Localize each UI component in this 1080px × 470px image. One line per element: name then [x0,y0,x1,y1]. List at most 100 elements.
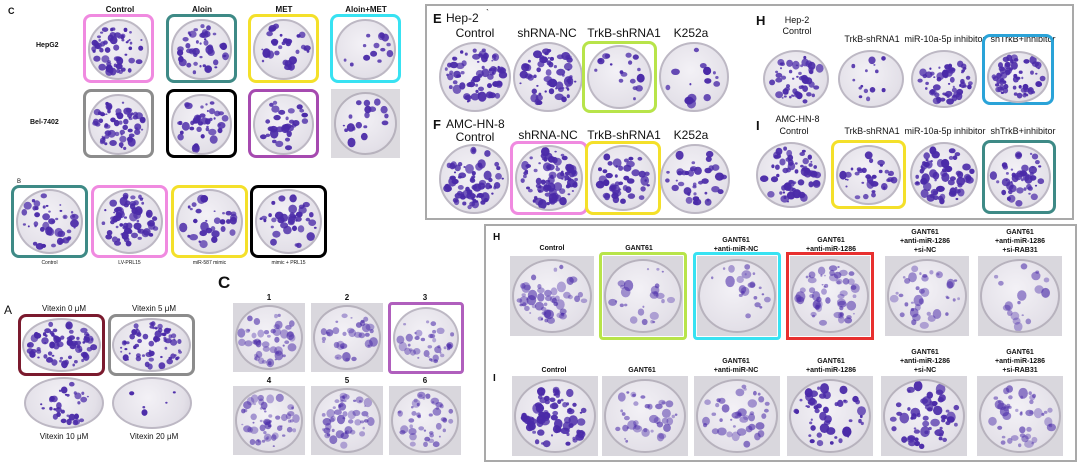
dish-photo [514,379,596,453]
highlight-box [83,89,154,158]
highlight-box [582,41,657,113]
highlight-box [510,141,588,215]
caption: Control [41,260,58,266]
cell-line-label: Hep-2 [784,15,810,25]
caption: Vitexin 5 μM [131,304,177,313]
caption: LV-PRL15 [118,260,141,266]
column-header: GANT61 [625,245,653,252]
dish-photo [911,50,977,108]
dish-photo [253,94,314,155]
dish-photo [590,145,656,211]
dish-photo [311,303,383,372]
dish-number: 6 [422,376,428,385]
dish-photo [763,50,829,108]
dish-photo [694,376,780,456]
dish-photo [696,379,778,453]
highlight-box [786,252,874,340]
dish-photo [311,386,383,455]
column-header: TrkB-shRNA1 [844,126,900,136]
dish-photo [439,144,509,214]
dish-photo [88,19,149,80]
highlight-box [982,34,1054,105]
dish-photo [512,376,598,456]
column-header: Control [105,5,135,14]
panel-label: H [493,232,501,243]
dish-photo [604,379,686,453]
highlight-box [166,89,237,158]
column-header: TrkB-shRNA1 [587,128,661,142]
dish-photo [604,259,682,333]
dish-photo [393,307,459,369]
column-header: miR-10a-5p inhibitor [904,34,986,44]
dish-photo [391,388,459,453]
cell-line-label: AMC-HN-8 [775,114,820,124]
highlight-box [585,141,661,215]
caption: mimic + PRL15 [271,260,306,266]
column-header: GANT61+anti-miR-1286+si-NC [900,349,950,374]
dish-photo [96,189,163,254]
highlight-box [982,140,1056,214]
dish-photo [602,376,688,456]
highlight-box [330,14,401,83]
dish-photo [787,376,873,456]
dish-photo [789,379,871,453]
dish-photo [313,305,381,370]
column-header: shRNA-NC [518,128,578,142]
dish-photo [439,42,511,112]
panel-label: C [218,273,231,292]
dish-photo [313,388,381,453]
panel-label: B [17,179,22,185]
dish-photo [977,376,1063,456]
dish-photo [513,42,583,112]
dish-photo [510,256,594,336]
dish-photo [331,89,400,158]
column-header: GANT61+anti-miR-NC [713,237,759,253]
tick-mark: ` [486,8,489,18]
column-header: Control [782,26,812,36]
panel-label: C [8,6,15,16]
panel-label: H [756,13,766,28]
column-header: GANT61+anti-miR-1286+si-RAB31 [995,229,1045,254]
column-header: Control [539,245,565,252]
dish-photo [987,145,1051,209]
dish-photo [587,45,652,109]
caption: miR-587 mimic [192,260,227,266]
column-header: GANT61+anti-miR-1286+si-NC [900,229,950,254]
dish-photo [334,92,397,155]
cell-line-label: Hep-2 [446,11,479,25]
column-header: shTrkB+inhibitor [990,34,1056,44]
highlight-box [166,14,237,83]
row-label: HepG2 [36,42,59,49]
dish-photo [838,50,904,108]
dish-photo [791,259,869,333]
highlight-box [693,252,781,340]
dish-photo [335,19,396,80]
dish-photo [756,142,826,208]
dish-photo [987,51,1049,103]
dish-number: 3 [422,293,428,302]
highlight-box [248,14,319,83]
highlight-box [599,252,687,340]
dish-photo [660,144,730,214]
dish-number: 4 [266,376,272,385]
dish-photo [253,19,314,80]
dish-photo [22,318,101,372]
dish-photo [979,379,1061,453]
panel-label: I [493,373,496,384]
column-header: GANT61+anti-miR-1286+si-RAB31 [995,349,1045,374]
panel-label: F [433,117,441,132]
dish-photo [910,142,978,208]
highlight-box [18,314,105,376]
column-header: GANT61 [628,367,656,374]
column-header: Aloin [192,5,212,14]
highlight-box [171,185,248,258]
dish-number: 2 [344,293,350,302]
dish-photo [235,305,303,370]
column-header: K252a [673,26,709,40]
dish-photo [389,386,461,455]
panel-label: A [4,303,13,317]
dish-photo [512,259,592,333]
dish-photo [980,259,1060,333]
dish-photo [698,259,776,333]
column-header: MET [275,5,293,14]
